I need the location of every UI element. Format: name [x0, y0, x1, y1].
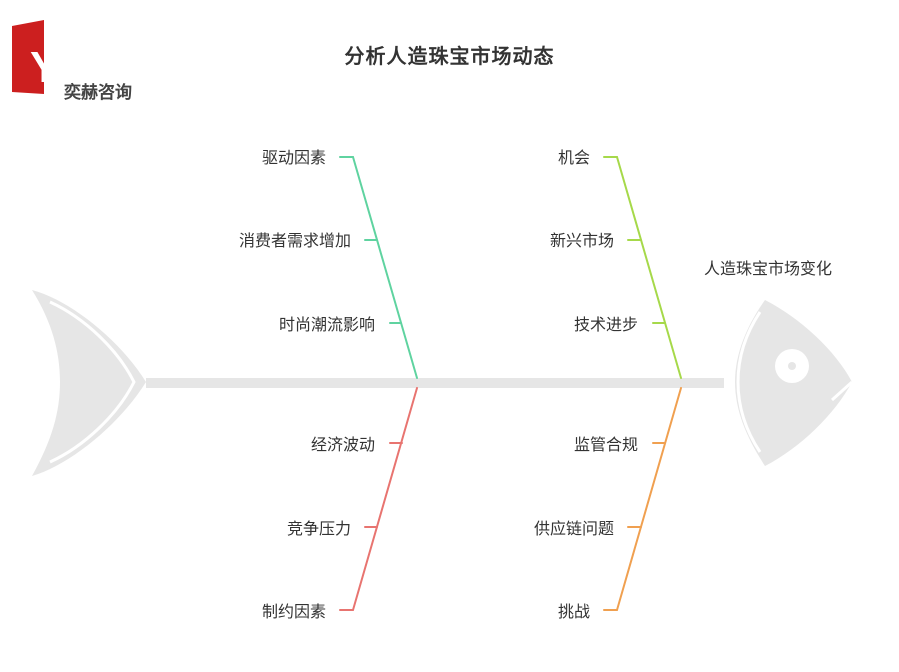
logo-mark: Yeeher 奕赫咨询: [12, 20, 184, 103]
branch-bottom-left-item: 竞争压力: [286, 519, 351, 538]
bone-main-bottom-right: [616, 387, 682, 611]
branch-bottom-right-title: 挑战: [557, 602, 590, 621]
logo-text-sub: 奕赫咨询: [64, 82, 132, 103]
branch-top-right-title: 机会: [557, 148, 590, 167]
bone-main-bottom-left: [352, 387, 418, 611]
fish-head: [735, 300, 852, 466]
branch-top-left-item: 消费者需求增加: [238, 231, 351, 250]
fish-spine: [146, 378, 724, 388]
logo: Yeeher 奕赫咨询: [8, 18, 184, 108]
fish-bones: [339, 156, 682, 611]
fish-tail: [32, 290, 146, 476]
page-title: 分析人造珠宝市场动态: [344, 44, 555, 68]
fish-eye-pupil: [788, 362, 796, 370]
branch-top-right-item: 新兴市场: [549, 231, 614, 250]
branch-bottom-left-title: 制约因素: [261, 602, 326, 621]
bone-main-top-right: [616, 156, 682, 379]
branch-top-right-item: 技术进步: [573, 315, 638, 334]
fish-mouth: [830, 380, 854, 402]
branch-top-left-item: 时尚潮流影响: [278, 315, 375, 334]
head-label: 人造珠宝市场变化: [704, 259, 833, 278]
branch-bottom-left-item: 经济波动: [310, 435, 375, 454]
branch-top-left-title: 驱动因素: [261, 148, 326, 167]
branch-bottom-right-item: 监管合规: [573, 435, 638, 454]
bone-main-top-left: [352, 156, 418, 379]
logo-text-main: Yeeher: [30, 43, 178, 92]
fish-gill: [736, 311, 762, 453]
fish-tail-highlight: [49, 300, 136, 464]
branch-bottom-right-item: 供应链问题: [533, 519, 614, 538]
logo-red-block: [12, 20, 44, 94]
